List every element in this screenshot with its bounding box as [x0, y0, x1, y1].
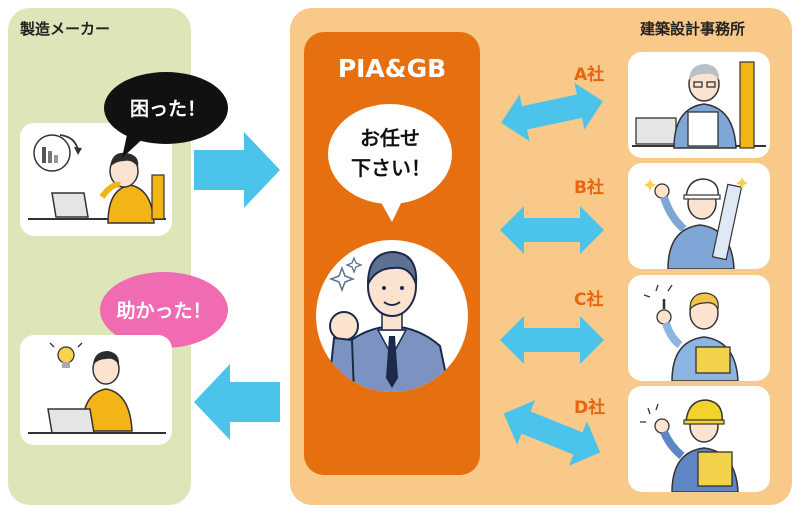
firm-c-person-illustration	[643, 284, 739, 381]
firm-b-label: B社	[574, 178, 604, 198]
arrow-hub-firm-d	[503, 400, 601, 466]
saved-bubble-text: 助かった！	[116, 300, 212, 322]
firms-title: 建築設計事務所	[640, 20, 746, 38]
arrow-hub-firm-b	[500, 206, 604, 254]
firm-a-person-illustration	[632, 61, 766, 149]
leave-it-bubble-line1: お任せ	[360, 126, 420, 150]
firm-b-person-illustration	[644, 177, 748, 269]
consultant-illustration	[316, 240, 468, 392]
hub-title: PIA&GB	[337, 54, 447, 83]
firm-c-card	[628, 275, 770, 381]
firm-b-card	[628, 163, 770, 269]
leave-it-bubble-line2: 下さい！	[351, 156, 431, 180]
troubled-worker-illustration	[28, 134, 166, 224]
firm-d-person-illustration	[640, 399, 739, 492]
trouble-bubble-text: 困った！	[129, 98, 206, 120]
arrow-hub-firm-c	[500, 316, 604, 364]
firm-c-label: C社	[574, 290, 604, 310]
firm-a-card	[628, 52, 770, 158]
maker-title: 製造メーカー	[20, 20, 111, 38]
hub-box: PIA&GB	[304, 32, 480, 475]
relieved-worker-card	[20, 335, 172, 445]
arrow-hub-to-maker	[194, 364, 280, 440]
arrow-maker-to-hub	[194, 132, 280, 208]
relieved-worker-illustration	[28, 342, 166, 434]
arrow-hub-firm-a	[501, 82, 603, 142]
trouble-bubble	[104, 72, 228, 158]
leave-it-bubble	[328, 104, 452, 222]
troubled-worker-card	[20, 123, 172, 236]
firm-d-card	[628, 386, 770, 492]
firm-d-label: D社	[574, 398, 606, 418]
firm-a-label: A社	[574, 65, 605, 85]
